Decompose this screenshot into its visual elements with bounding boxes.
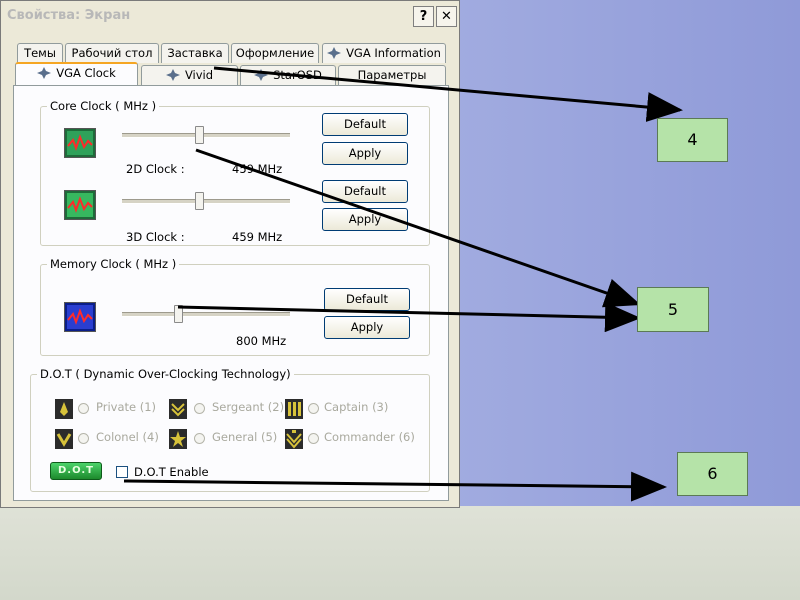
rank-radio-commander[interactable] bbox=[308, 433, 319, 444]
tab-desktop[interactable]: Рабочий стол bbox=[65, 43, 159, 63]
memory-slider-track[interactable] bbox=[122, 312, 290, 317]
rank-label-commander: Commander (6) bbox=[324, 430, 415, 444]
core-3d-slider-track[interactable] bbox=[122, 199, 290, 204]
tab-panel-vga-clock: Core Clock ( MHz ) Default Apply 2D Cloc… bbox=[13, 85, 449, 501]
rank-radio-captain[interactable] bbox=[308, 403, 319, 414]
tab-label: VGA Clock bbox=[56, 66, 116, 80]
sergeant-rank-icon bbox=[169, 399, 187, 419]
core-3d-label: 3D Clock : bbox=[126, 230, 185, 244]
memory-slider-thumb[interactable] bbox=[174, 305, 183, 323]
rank-radio-general[interactable] bbox=[194, 433, 205, 444]
rank-label-sergeant: Sergeant (2) bbox=[212, 400, 285, 414]
dot-group: D.O.T ( Dynamic Over-Clocking Technology… bbox=[30, 367, 430, 492]
dot-legend: D.O.T ( Dynamic Over-Clocking Technology… bbox=[37, 367, 294, 381]
display-properties-dialog: Свойства: Экран ? ✕ Темы Рабочий стол За… bbox=[0, 0, 460, 508]
tab-label: StarOSD bbox=[273, 68, 322, 82]
general-rank-icon bbox=[169, 429, 187, 449]
callout-4: 4 bbox=[657, 118, 728, 162]
tab-screensaver[interactable]: Заставка bbox=[161, 43, 229, 63]
core-2d-default-button[interactable]: Default bbox=[322, 113, 408, 136]
callout-5: 5 bbox=[637, 287, 709, 332]
core-2d-value: 459 MHz bbox=[232, 162, 283, 176]
core-3d-value: 459 MHz bbox=[232, 230, 283, 244]
rank-radio-colonel[interactable] bbox=[78, 433, 89, 444]
tab-label: VGA Information bbox=[346, 46, 441, 60]
rank-label-private: Private (1) bbox=[96, 400, 157, 414]
tab-vivid[interactable]: Vivid bbox=[141, 65, 238, 85]
tab-parameters[interactable]: Параметры bbox=[338, 65, 446, 85]
help-button[interactable]: ? bbox=[413, 6, 434, 27]
rank-radio-sergeant[interactable] bbox=[194, 403, 205, 414]
rank-label-captain: Captain (3) bbox=[324, 400, 389, 414]
core-2d-apply-button[interactable]: Apply bbox=[322, 142, 408, 165]
rank-radio-private[interactable] bbox=[78, 403, 89, 414]
colonel-rank-icon bbox=[55, 429, 73, 449]
tab-vga-information[interactable]: VGA Information bbox=[322, 43, 446, 63]
vga-chip-icon bbox=[165, 68, 180, 87]
core-2d-clock-icon bbox=[64, 128, 96, 158]
memory-value: 800 MHz bbox=[236, 334, 287, 348]
private-rank-icon bbox=[55, 399, 73, 419]
tab-label: Vivid bbox=[184, 68, 214, 82]
vga-chip-icon bbox=[327, 46, 342, 65]
memory-apply-button[interactable]: Apply bbox=[324, 316, 410, 339]
core-3d-default-button[interactable]: Default bbox=[322, 180, 408, 203]
core-2d-label: 2D Clock : bbox=[126, 162, 185, 176]
core-2d-slider-thumb[interactable] bbox=[195, 126, 204, 144]
rank-label-general: General (5) bbox=[212, 430, 278, 444]
slide-footer-band bbox=[0, 506, 800, 600]
dot-logo: D.O.T bbox=[50, 462, 102, 480]
tab-appearance[interactable]: Оформление bbox=[231, 43, 319, 63]
tab-themes[interactable]: Темы bbox=[17, 43, 63, 63]
captain-rank-icon bbox=[285, 399, 303, 419]
dot-enable-label: D.O.T Enable bbox=[134, 465, 209, 479]
dot-enable-checkbox[interactable] bbox=[116, 466, 128, 478]
callout-6: 6 bbox=[677, 452, 748, 496]
title-bar: Свойства: Экран ? ✕ bbox=[1, 1, 459, 33]
core-3d-apply-button[interactable]: Apply bbox=[322, 208, 408, 231]
tab-vga-clock[interactable]: VGA Clock bbox=[15, 62, 138, 85]
vga-chip-icon bbox=[37, 66, 52, 85]
memory-clock-icon bbox=[64, 302, 96, 332]
memory-clock-legend: Memory Clock ( MHz ) bbox=[47, 257, 180, 271]
close-button[interactable]: ✕ bbox=[436, 6, 457, 27]
memory-default-button[interactable]: Default bbox=[324, 288, 410, 311]
rank-label-colonel: Colonel (4) bbox=[96, 430, 159, 444]
core-3d-clock-icon bbox=[64, 190, 96, 220]
core-3d-slider-thumb[interactable] bbox=[195, 192, 204, 210]
core-2d-slider-track[interactable] bbox=[122, 133, 290, 138]
core-clock-legend: Core Clock ( MHz ) bbox=[47, 99, 160, 113]
commander-rank-icon bbox=[285, 429, 303, 449]
window-title: Свойства: Экран bbox=[7, 8, 131, 23]
tab-starosd[interactable]: StarOSD bbox=[240, 65, 336, 85]
